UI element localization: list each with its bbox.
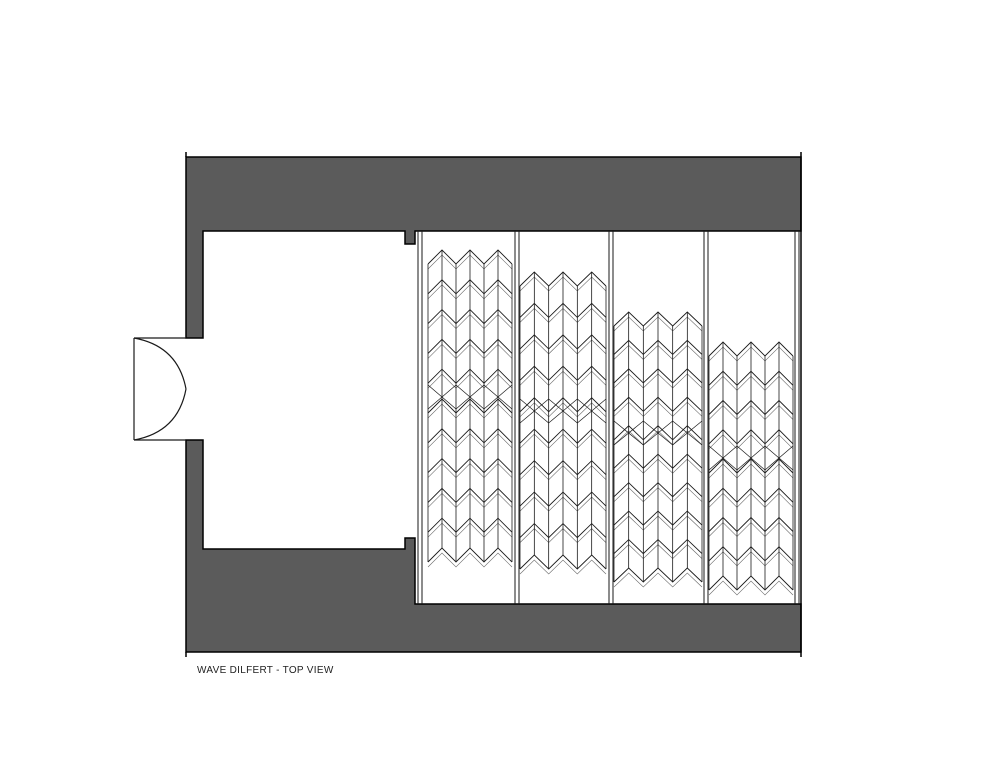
panel-4-fold (708, 575, 794, 591)
panel-4-cross (708, 445, 738, 471)
wave-panels (417, 231, 800, 604)
wall-top (185, 156, 802, 339)
panel-2-cross (577, 398, 607, 424)
panel-1-cross (455, 384, 485, 410)
panel-2-fold-echo (519, 559, 607, 575)
panel-1-fold-echo (427, 552, 513, 568)
panel-3-fold-echo (613, 572, 703, 588)
panel-4-cross (736, 445, 766, 471)
panel-3-cross (643, 420, 673, 446)
panel-4-fold-echo (708, 580, 794, 596)
panel-1-fold (427, 547, 513, 563)
panel-3-fold (613, 567, 703, 583)
panel-3-cross (672, 420, 703, 446)
drawing-caption: WAVE DILFERT - TOP VIEW (197, 665, 334, 676)
panel-1-cross (483, 384, 513, 410)
panel-2-fold (519, 554, 607, 570)
panel-3-cross (613, 420, 644, 446)
panel-4-cross (764, 445, 794, 471)
panel-1-cross (427, 384, 457, 410)
wall-bottom (185, 439, 802, 653)
panel-2-cross (519, 398, 549, 424)
double-door (133, 337, 187, 441)
panel-2-cross (548, 398, 578, 424)
